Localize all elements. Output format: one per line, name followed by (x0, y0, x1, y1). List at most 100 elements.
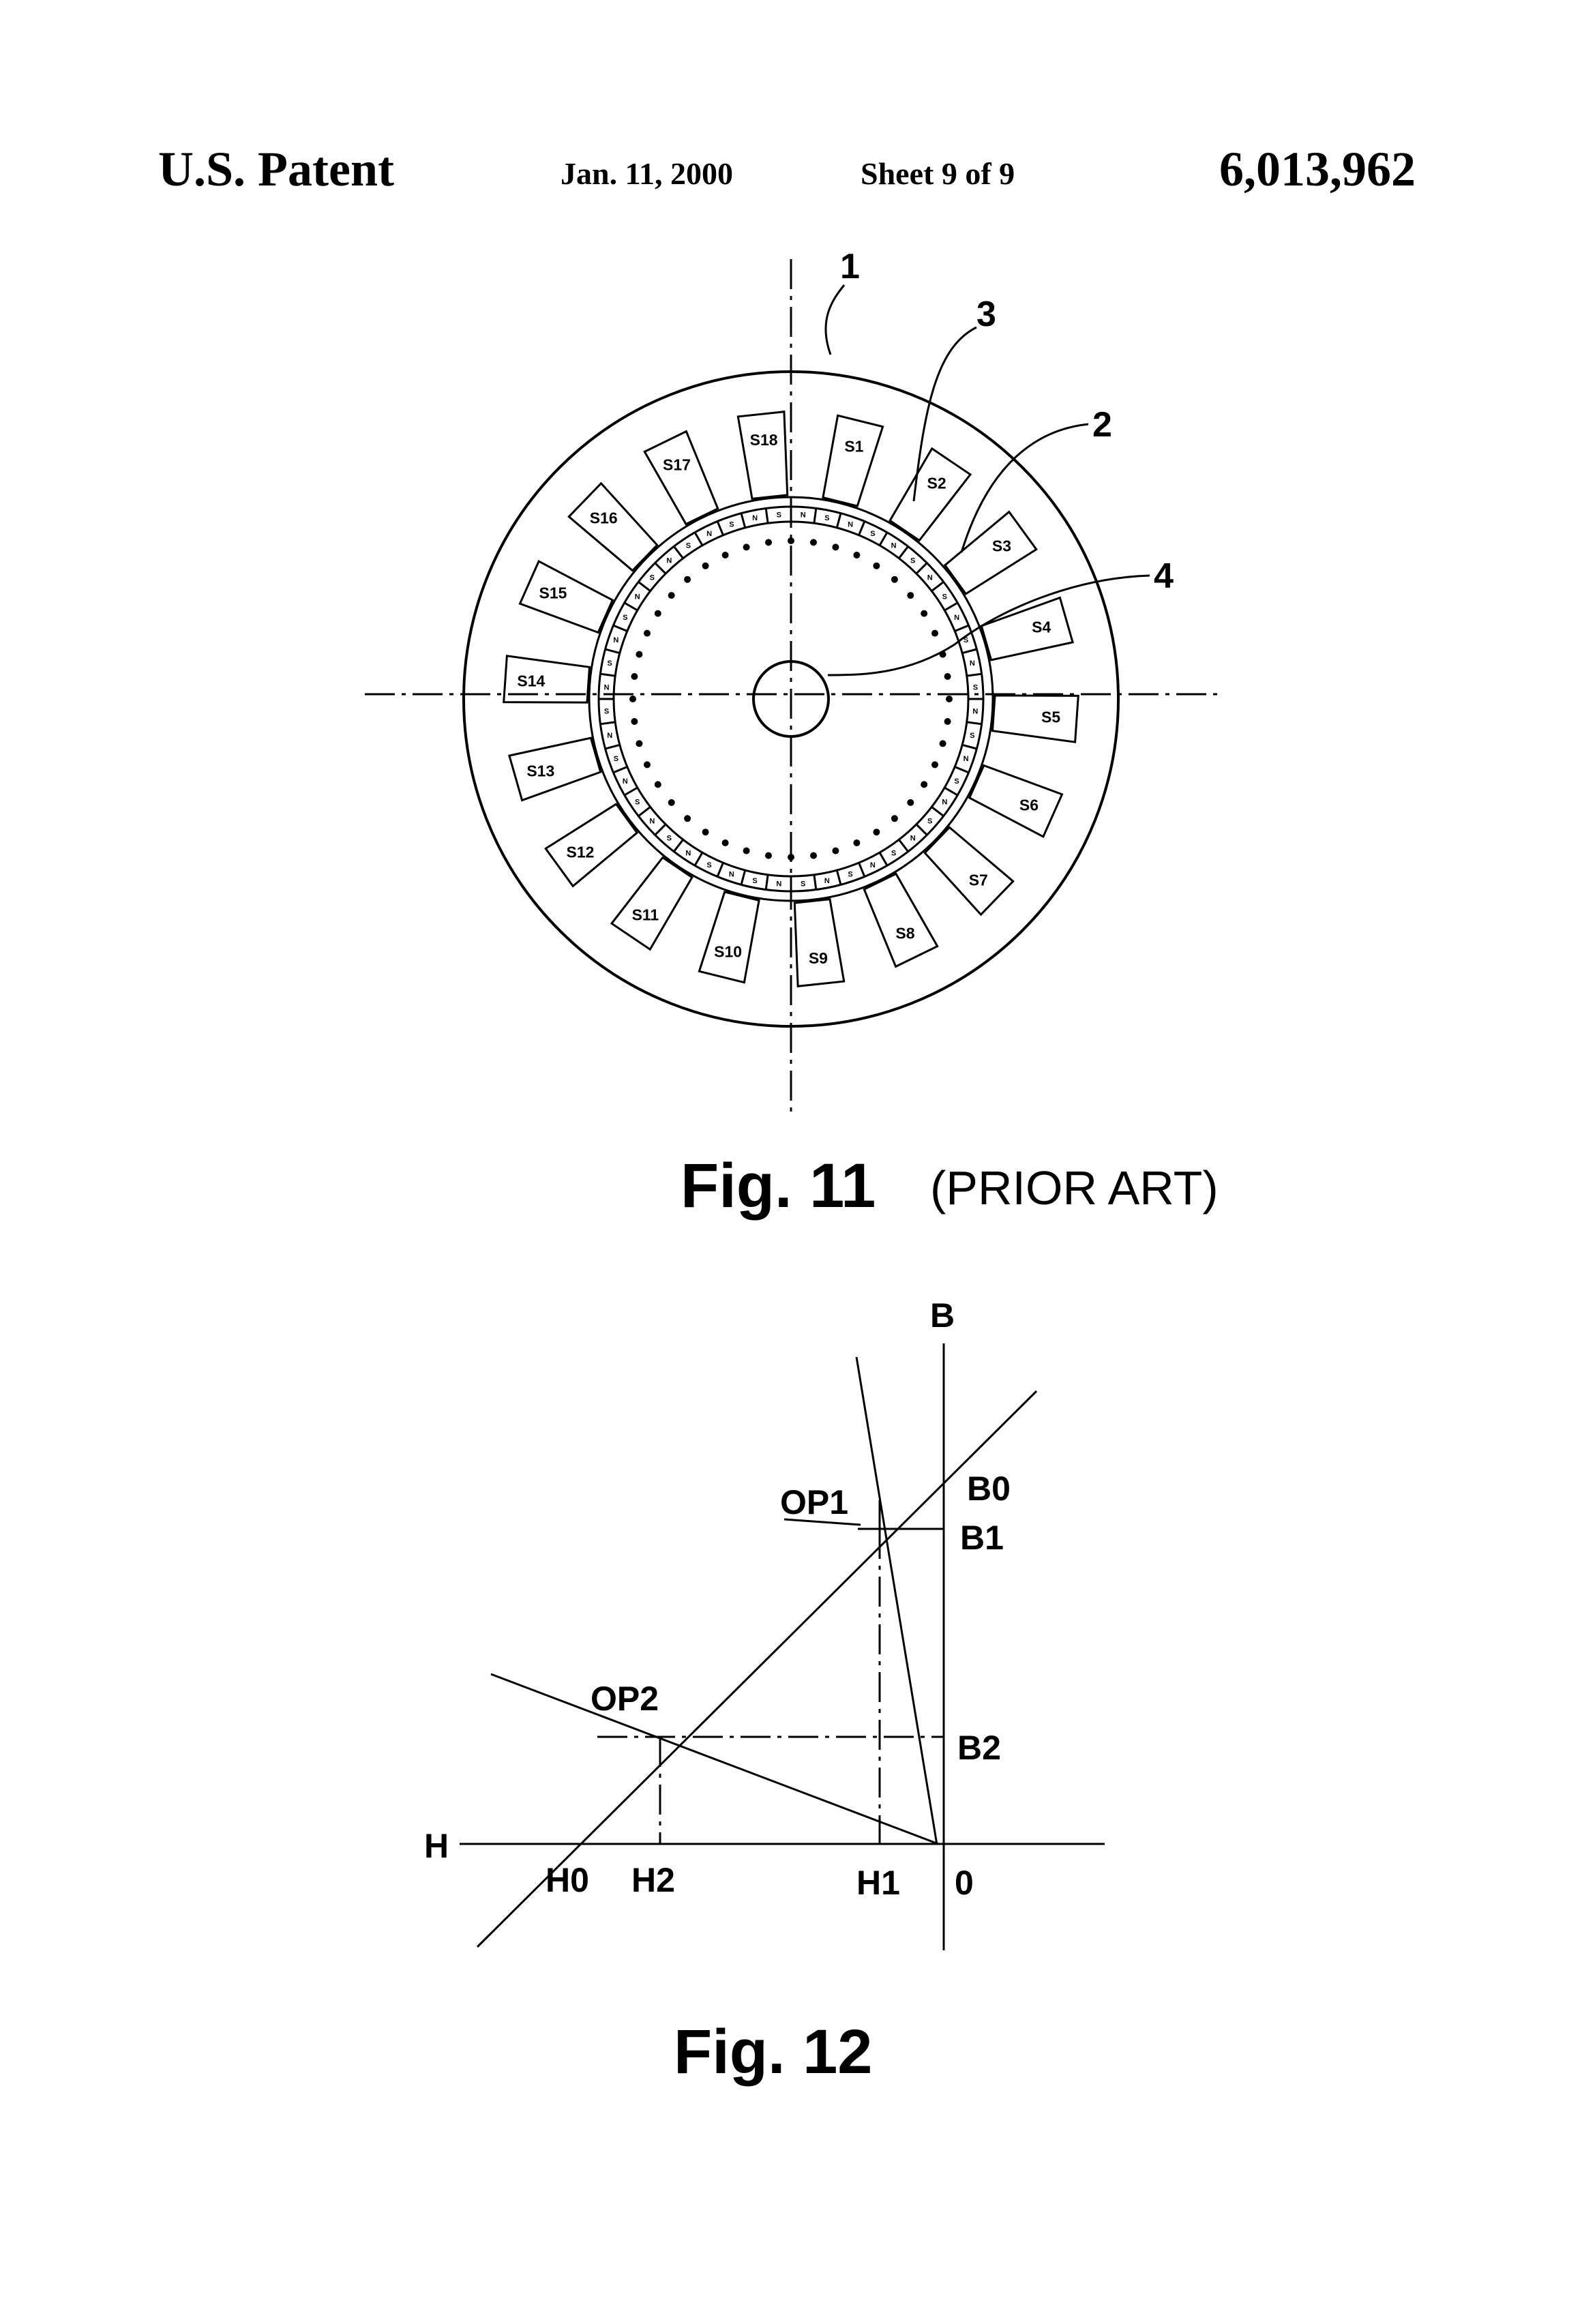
rotor-dot (873, 829, 880, 835)
h1-label: H1 (856, 1864, 900, 1902)
rotor-dot (810, 852, 817, 859)
figure-11-prior-art-note: (PRIOR ART) (930, 1161, 1219, 1215)
figure-11-motor-drawing: S1S2S3S4S5S6S7S8S9S10S11S12S13S14S15S16S… (365, 247, 1221, 1221)
magnet-pole-letter: N (729, 871, 734, 879)
stator-slot-9 (794, 899, 844, 987)
rotor-dot (684, 815, 691, 822)
ref-1-leader (826, 285, 844, 355)
magnet-divider (606, 745, 620, 749)
slot-label-11: S11 (632, 906, 659, 924)
slot-label-3: S3 (992, 537, 1011, 555)
slot-label-4: S4 (1032, 619, 1051, 636)
b-axis-label: B (930, 1296, 955, 1335)
h2-label: H2 (631, 1861, 675, 1899)
magnet-divider (674, 839, 683, 851)
rotor-dot (810, 539, 817, 546)
magnet-pole-letter: S (706, 861, 711, 869)
slot-label-7: S7 (969, 871, 988, 889)
magnet-divider (638, 582, 650, 591)
magnet-pole-letter: N (870, 861, 876, 869)
magnet-pole-letter: S (729, 520, 734, 528)
magnet-divider (695, 852, 702, 865)
patent-label: U.S. Patent (158, 142, 394, 196)
rotor-dot (853, 552, 860, 558)
rotor-dot (891, 815, 898, 822)
magnet-divider (814, 508, 816, 523)
rotor-dot (853, 839, 860, 846)
magnet-pole-letter: S (801, 880, 805, 888)
b1-label: B1 (960, 1519, 1004, 1557)
magnet-divider (655, 824, 666, 835)
magnet-pole-letter: S (927, 818, 932, 826)
rotor-dot (832, 543, 839, 550)
stator-slot-11 (612, 858, 692, 950)
magnet-divider (766, 508, 768, 523)
magnet-divider (899, 546, 908, 558)
magnet-divider (955, 767, 968, 773)
magnet-divider (967, 674, 982, 676)
stator-slot-6 (970, 766, 1062, 837)
magnet-divider (814, 875, 816, 890)
rotor-dot (668, 592, 675, 599)
rotor-dot (702, 563, 709, 569)
slot-label-5: S5 (1041, 709, 1060, 726)
stator-slot-5 (993, 696, 1079, 742)
magnet-pole-letter: S (910, 556, 915, 565)
magnet-pole-letter: S (973, 683, 978, 691)
magnet-divider (625, 603, 638, 610)
magnet-divider (944, 603, 957, 610)
stator-slot-18 (738, 412, 787, 499)
magnet-divider (931, 807, 943, 816)
magnet-divider (766, 875, 768, 890)
magnet-pole-letter: S (752, 877, 757, 885)
magnet-pole-letter: N (824, 877, 830, 885)
rotor-dot (668, 799, 675, 806)
magnet-divider (600, 722, 615, 724)
stator-slot-16 (569, 483, 657, 571)
magnet-divider (638, 807, 650, 816)
magnet-divider (967, 722, 982, 724)
rotor-dot (873, 563, 880, 569)
magnet-pole-letter: N (942, 799, 947, 807)
rotor-dot (684, 576, 691, 583)
stator-slot-8 (864, 874, 937, 966)
magnet-pole-letter: S (824, 514, 829, 522)
rotor-dot (944, 673, 951, 680)
magnet-pole-letter: N (970, 659, 975, 668)
magnet-divider (916, 824, 927, 835)
rotor-dot (832, 848, 839, 854)
rotor-dot (931, 630, 938, 637)
magnet-pole-letter: N (604, 683, 610, 691)
rotor-dot (655, 781, 661, 788)
magnet-divider (916, 563, 927, 574)
magnet-pole-letter: S (614, 755, 618, 763)
magnet-divider (674, 546, 683, 558)
magnet-pole-letter: N (891, 542, 897, 550)
magnet-divider (614, 767, 627, 773)
h-axis-label: H (424, 1827, 449, 1865)
slot-label-1: S1 (844, 437, 863, 455)
rotor-dot (944, 718, 951, 725)
magnet-pole-letter: N (607, 732, 612, 740)
sheet-number: Sheet 9 of 9 (861, 156, 1015, 191)
rotor-dot (631, 673, 638, 680)
magnet-divider (717, 863, 723, 876)
magnet-pole-letter: S (608, 659, 612, 668)
slot-label-2: S2 (927, 474, 946, 492)
slot-label-12: S12 (567, 844, 595, 861)
magnet-pole-letter: N (623, 777, 628, 786)
magnet-pole-letter: S (604, 708, 609, 716)
rotor-dot (946, 696, 953, 702)
load-line-op1 (856, 1357, 937, 1845)
slot-label-9: S9 (809, 949, 828, 967)
magnet-pole-letter: N (685, 849, 691, 857)
load-line-op2 (491, 1674, 938, 1844)
rotor-dot (765, 539, 772, 546)
ref-numeral-3: 3 (976, 295, 996, 334)
ref-numeral-2: 2 (1092, 405, 1112, 445)
magnet-pole-letter: S (942, 593, 947, 601)
stator-slot-3 (945, 512, 1036, 594)
magnet-pole-letter: S (848, 871, 852, 879)
rotor-dot (722, 839, 729, 846)
